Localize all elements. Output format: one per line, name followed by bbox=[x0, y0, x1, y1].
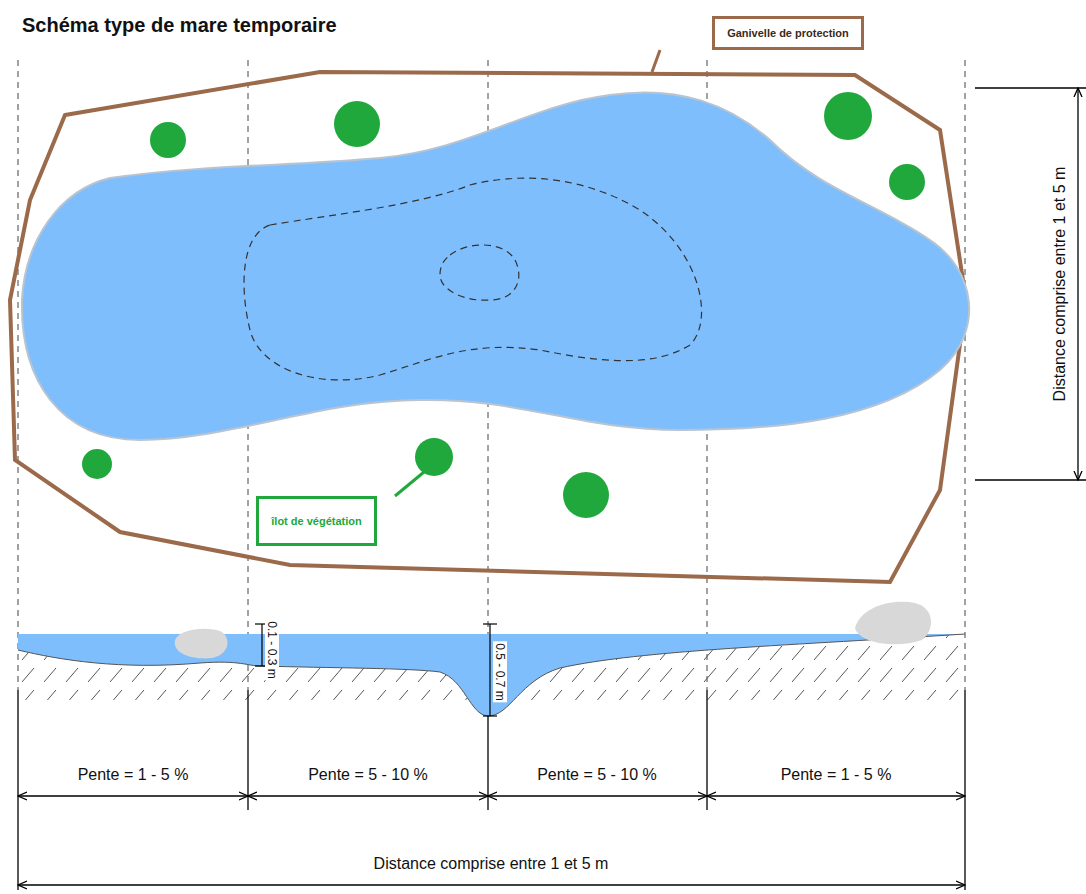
depth-label: 0.1 - 0.3 m bbox=[265, 619, 279, 680]
leader-line bbox=[652, 50, 660, 72]
callout-text: îlot de végétation bbox=[271, 515, 361, 527]
depth-label: 0.5 - 0.7 m bbox=[493, 641, 507, 702]
slope-label: Pente = 1 - 5 % bbox=[76, 766, 191, 784]
vegetation-islands bbox=[82, 92, 925, 518]
slope-label: Pente = 1 - 5 % bbox=[779, 766, 894, 784]
callout-text: Ganivelle de protection bbox=[727, 27, 849, 39]
depth-dimensions bbox=[255, 624, 497, 716]
pond-water bbox=[22, 92, 969, 440]
ground-hatching bbox=[18, 634, 965, 716]
depth-contour bbox=[440, 245, 519, 300]
stone bbox=[855, 602, 931, 645]
depth-contour bbox=[244, 178, 702, 380]
dimension-label: Distance comprise entre 1 et 5 m bbox=[1051, 165, 1069, 404]
callout-box: îlot de végétation bbox=[256, 496, 377, 546]
slope-label: Pente = 5 - 10 % bbox=[306, 766, 430, 784]
title: Schéma type de mare temporaire bbox=[22, 14, 337, 37]
slope-dimensions bbox=[18, 690, 965, 890]
water-section bbox=[18, 634, 965, 716]
dimension-label: Distance comprise entre 1 et 5 m bbox=[372, 855, 611, 873]
slope-label: Pente = 5 - 10 % bbox=[535, 766, 659, 784]
ground-line bbox=[18, 634, 965, 716]
leader-line bbox=[395, 472, 424, 496]
callout-box: Ganivelle de protection bbox=[712, 16, 864, 50]
stone bbox=[175, 629, 228, 659]
width-dimension bbox=[975, 88, 1086, 480]
